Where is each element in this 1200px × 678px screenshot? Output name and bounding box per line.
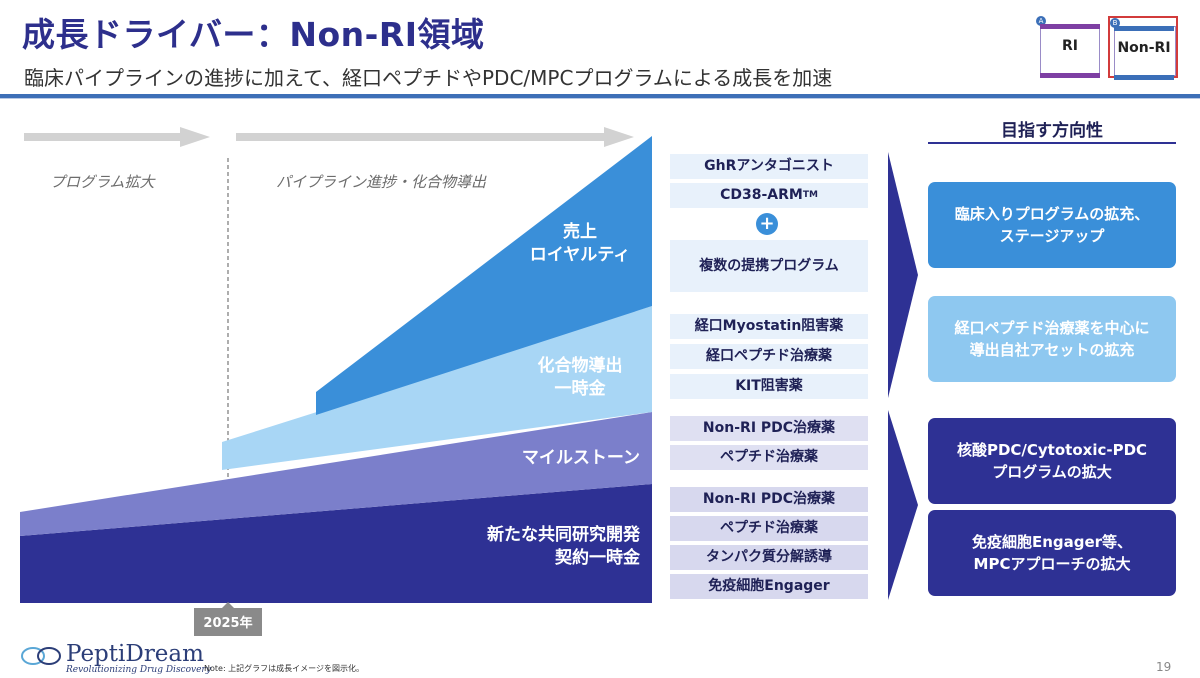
- phase-arrow-right: [236, 127, 634, 147]
- badge-box: [1040, 24, 1100, 74]
- direction-heading: 目指す方向性: [1001, 121, 1103, 141]
- direction-text: 導出自社アセットの拡充: [969, 341, 1135, 359]
- header-divider-thin: [0, 98, 1200, 99]
- logo-icon: [21, 647, 61, 665]
- direction-text: 核酸PDC/Cytotoxic-PDC: [956, 441, 1148, 459]
- program-pill: CD38-ARMTM: [670, 183, 868, 208]
- logo-name: PeptiDream: [66, 641, 204, 667]
- badge-non-ri: B Non-RI: [1108, 16, 1178, 80]
- direction-text: 経口ペプチド治療薬を中心に: [954, 319, 1150, 337]
- direction-arrow-upper: [888, 152, 918, 398]
- header-divider: [0, 94, 1200, 98]
- program-pill: 複数の提携プログラム: [670, 240, 868, 292]
- zone-compound-line1: 化合物導出: [537, 356, 623, 376]
- zone-contract-line1: 新たな共同研究開発: [487, 525, 640, 545]
- program-pill: ペプチド治療薬: [670, 445, 868, 470]
- trademark-mark: TM: [802, 190, 818, 200]
- direction-box: 核酸PDC/Cytotoxic-PDC プログラムの拡大: [928, 418, 1176, 504]
- program-pill: ペプチド治療薬: [670, 516, 868, 541]
- layer-milestone: [20, 412, 652, 536]
- badge-foot: [1114, 75, 1174, 80]
- page-number: 19: [1156, 660, 1172, 674]
- program-pill: 経口Myostatin阻害薬: [670, 314, 868, 339]
- layer-contract: [20, 484, 652, 603]
- direction-text: MPCアプローチの拡大: [973, 555, 1131, 573]
- program-pill: GhRアンタゴニスト: [670, 154, 868, 179]
- badge-foot: [1040, 73, 1100, 78]
- zone-compound: 化合物導出 一時金: [520, 355, 640, 401]
- layer-sales: [316, 136, 652, 415]
- zone-sales-line2: ロイヤルティ: [529, 245, 631, 265]
- badge-label-ri: RI: [1062, 38, 1078, 54]
- program-pill: Non-RI PDC治療薬: [670, 487, 868, 512]
- zone-sales-line1: 売上: [563, 222, 597, 242]
- direction-text: 免疫細胞Engager等、: [971, 533, 1133, 551]
- program-pill-text: CD38-ARM: [720, 187, 803, 203]
- badge-tag-b: B: [1110, 18, 1120, 28]
- program-pill: KIT阻害薬: [670, 374, 868, 399]
- layer-compound: [222, 306, 652, 470]
- phase-label-pipeline: パイプライン進捗・化合物導出: [276, 173, 487, 191]
- plus-icon: +: [756, 213, 778, 235]
- direction-text: ステージアップ: [999, 227, 1105, 245]
- badge-tag-a: A: [1036, 16, 1046, 26]
- logo-tagline: Revolutionizing Drug Discovery: [66, 665, 211, 675]
- footer-note: Note: 上記グラフは成長イメージを図示化。: [204, 664, 365, 673]
- direction-text: 臨床入りプログラムの拡充、: [954, 205, 1150, 223]
- zone-sales: 売上 ロイヤルティ: [520, 221, 640, 267]
- zone-contract: 新たな共同研究開発 契約一時金: [430, 524, 640, 570]
- zone-milestone: マイルストーン: [521, 448, 640, 468]
- badge-band: [1114, 26, 1174, 31]
- direction-box: 免疫細胞Engager等、 MPCアプローチの拡大: [928, 510, 1176, 596]
- direction-box: 臨床入りプログラムの拡充、ステージアップ: [928, 182, 1176, 268]
- badge-ri: A RI: [1036, 16, 1100, 78]
- badge-label-non-ri: Non-RI: [1117, 40, 1171, 56]
- program-pill: タンパク質分解誘導: [670, 545, 868, 570]
- page-subtitle: 臨床パイプラインの進捗に加えて、経口ペプチドやPDC/MPCプログラムによる成長…: [24, 66, 833, 90]
- program-pill: Non-RI PDC治療薬: [670, 416, 868, 441]
- direction-box: 経口ペプチド治療薬を中心に導出自社アセットの拡充: [928, 296, 1176, 382]
- year-tag: [194, 608, 262, 636]
- phase-arrow-left: [24, 127, 210, 147]
- year-tag-pointer: [222, 602, 234, 608]
- direction-text: プログラムの拡大: [992, 463, 1112, 481]
- program-pill: 免疫細胞Engager: [670, 574, 868, 599]
- page-title: 成長ドライバー：Non-RI領域: [22, 15, 485, 54]
- program-pill: 経口ペプチド治療薬: [670, 344, 868, 369]
- year-label: 2025年: [203, 616, 253, 631]
- direction-arrow-lower: [888, 410, 918, 600]
- growth-graphic: [20, 127, 1176, 636]
- badge-band: [1040, 24, 1100, 29]
- zone-compound-line2: 一時金: [554, 379, 606, 399]
- zone-contract-line2: 契約一時金: [555, 548, 640, 568]
- phase-label-expansion: プログラム拡大: [50, 173, 155, 191]
